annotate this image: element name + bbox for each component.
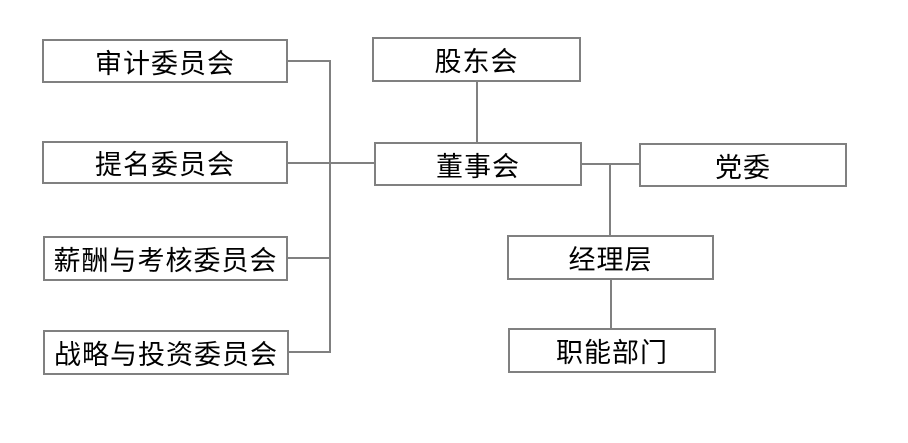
node-party-committee: 党委 xyxy=(639,143,847,187)
node-management-level: 经理层 xyxy=(507,235,714,280)
node-compensation-appraisal-committee: 薪酬与考核委员会 xyxy=(43,236,288,281)
connector-shareholders-to-board xyxy=(476,82,478,142)
node-functional-departments: 职能部门 xyxy=(508,328,716,373)
node-board-of-directors: 董事会 xyxy=(374,142,582,186)
connector-management-to-functional xyxy=(610,280,612,328)
connector-nomination-to-board xyxy=(288,162,374,164)
node-strategy-investment-committee: 战略与投资委员会 xyxy=(43,330,289,375)
connector-left-spine xyxy=(329,60,331,353)
connector-strategy-to-spine xyxy=(288,351,331,353)
connector-board-to-management xyxy=(609,163,611,235)
connector-audit-to-spine xyxy=(288,60,331,62)
node-audit-committee: 审计委员会 xyxy=(42,39,288,83)
node-nomination-committee: 提名委员会 xyxy=(42,141,288,184)
connector-compensation-to-spine xyxy=(288,257,331,259)
node-shareholders-meeting: 股东会 xyxy=(372,37,581,82)
